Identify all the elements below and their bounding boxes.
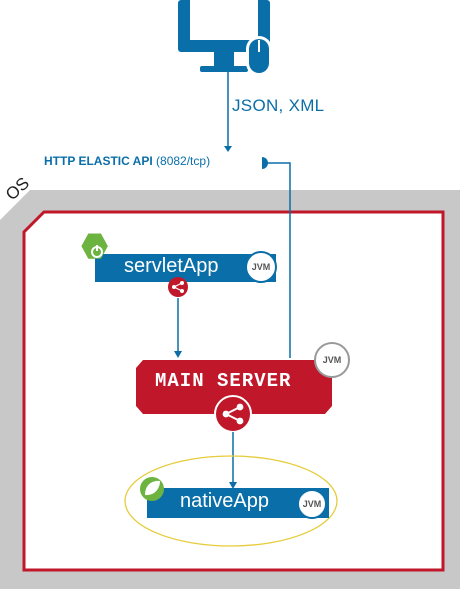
api-main-connector [262, 162, 291, 358]
servlet-jvm-badge: JVM [245, 251, 277, 283]
main-native-arrowhead [229, 482, 237, 489]
main-server-box [136, 360, 332, 414]
servlet-main-arrowhead [174, 351, 182, 358]
client-api-arrowhead [224, 146, 232, 152]
power-icon [81, 233, 108, 259]
main-server-label: MAIN SERVER [155, 370, 292, 392]
api-port: (8082/tcp) [156, 154, 211, 168]
desktop-computer-icon [178, 0, 272, 76]
api-label: HTTP ELASTIC API (8082/tcp) [44, 154, 210, 168]
native-jvm-badge: JVM [297, 489, 327, 519]
main-server-jvm-badge: JVM [314, 342, 350, 378]
spring-leaf-icon [140, 477, 164, 501]
api-name: HTTP ELASTIC API [44, 154, 153, 168]
servlet-app-label: servletApp [124, 255, 219, 277]
share-icon [168, 277, 188, 297]
share-icon [214, 395, 252, 433]
native-app-label: nativeApp [180, 490, 269, 512]
native-app-halo [124, 455, 338, 547]
protocol-label: JSON, XML [232, 96, 325, 115]
